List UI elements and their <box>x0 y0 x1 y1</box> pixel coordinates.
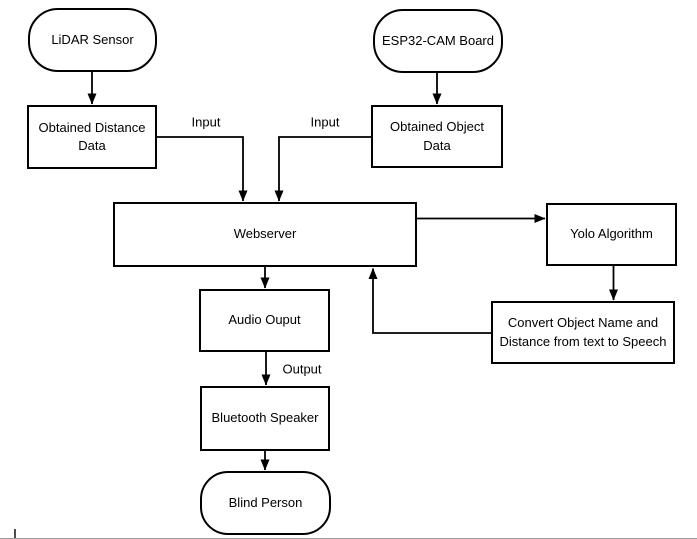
node-bluetooth-speaker: Bluetooth Speaker <box>200 386 330 451</box>
node-blind-person: Blind Person <box>200 471 331 535</box>
edge-label-input-right: Input <box>308 114 342 130</box>
node-obtained-object-data-label: Obtained Object Data <box>390 119 484 153</box>
node-webserver: Webserver <box>113 202 417 267</box>
node-esp32-cam-board: ESP32-CAM Board <box>373 9 503 73</box>
node-convert-text-to-speech-label: Convert Object Name and Distance from te… <box>499 315 667 349</box>
node-esp32-cam-board-label: ESP32-CAM Board <box>382 32 494 48</box>
edge-label-input-left: Input <box>189 114 223 130</box>
node-lidar-sensor-label: LiDAR Sensor <box>51 31 134 47</box>
node-bluetooth-speaker-label: Bluetooth Speaker <box>211 410 319 426</box>
node-obtained-distance-data-label: Obtained Distance Data <box>38 119 146 153</box>
node-yolo-algorithm-label: Yolo Algorithm <box>570 226 653 242</box>
connector-object-to-webserver <box>274 136 371 202</box>
edge-label-output: Output <box>280 361 324 377</box>
connector-convert-to-webserver <box>368 268 491 334</box>
node-obtained-distance-data: Obtained Distance Data <box>27 105 157 169</box>
node-yolo-algorithm: Yolo Algorithm <box>546 203 677 266</box>
stray-mark <box>14 529 16 538</box>
node-webserver-label: Webserver <box>233 226 297 242</box>
node-audio-output-label: Audio Ouput <box>228 312 301 328</box>
node-audio-output: Audio Ouput <box>199 289 330 352</box>
connector-distance-to-webserver <box>156 136 248 202</box>
node-lidar-sensor: LiDAR Sensor <box>28 8 157 72</box>
node-convert-text-to-speech: Convert Object Name and Distance from te… <box>491 301 675 364</box>
node-blind-person-label: Blind Person <box>228 494 303 510</box>
node-obtained-object-data: Obtained Object Data <box>371 105 503 168</box>
